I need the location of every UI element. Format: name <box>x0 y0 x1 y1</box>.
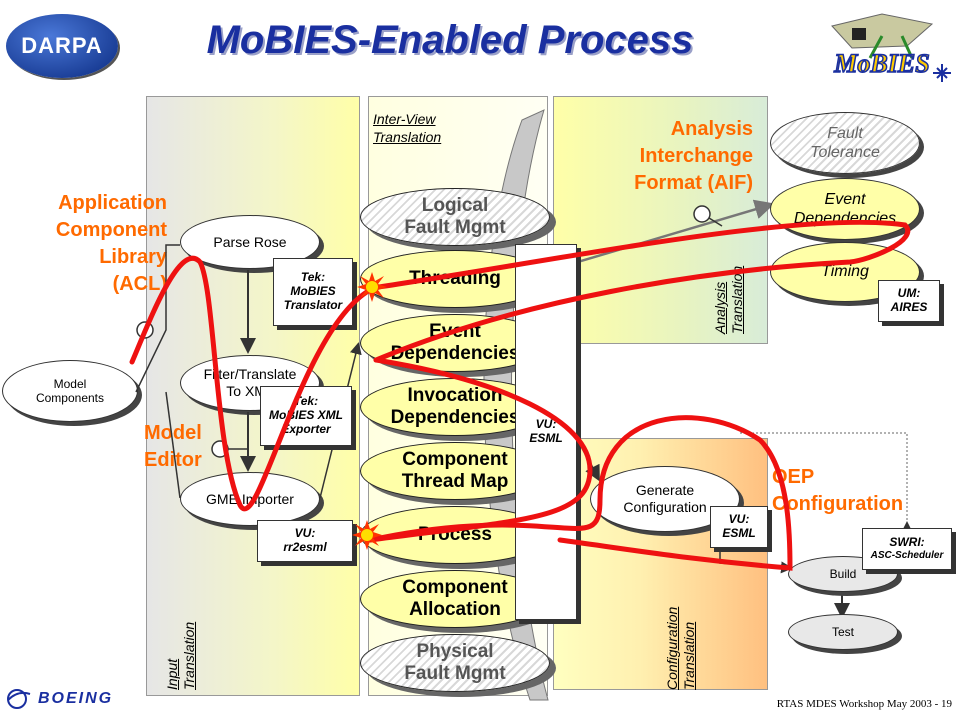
starburst-top-icon <box>357 272 387 302</box>
swri-box: SWRI: ASC-Scheduler <box>862 528 952 570</box>
mobies-logo-graphic: MoBIES <box>831 13 951 82</box>
aif-label: Analysis Interchange Format (AIF) <box>634 118 753 194</box>
fault-tolerance-node[interactable]: Fault Tolerance <box>770 112 920 174</box>
mobies-logo: MoBIES <box>812 6 952 90</box>
test-node[interactable]: Test <box>788 614 898 650</box>
acl-label: Application Component Library (ACL) <box>55 192 167 295</box>
stack-logical-fault-mgmt[interactable]: Logical Fault Mgmt <box>360 188 550 246</box>
darpa-logo: DARPA <box>6 14 118 78</box>
starburst-bottom-icon <box>352 520 382 550</box>
svg-text:MoBIES: MoBIES <box>833 49 929 78</box>
swri-title: SWRI: <box>889 535 925 550</box>
um-aires-box: UM: AIRES <box>878 280 940 322</box>
filter-translate-node[interactable]: Filter/Translate To XML <box>180 355 320 411</box>
event-dependencies-node[interactable]: Event Dependencies <box>770 178 920 240</box>
darpa-logo-text: DARPA <box>21 33 103 58</box>
boeing-logo-text: BOEING <box>38 690 114 707</box>
page-title: MoBIES-Enabled Process <box>206 18 694 62</box>
boeing-logo: BOEING <box>6 688 113 710</box>
vu-rr2esml-box: VU: rr2esml <box>257 520 353 562</box>
model-editor-label: Model Editor <box>144 422 202 471</box>
vu-esml-config-box: VU: ESML <box>710 506 768 548</box>
footer-text: RTAS MDES Workshop May 2003 - 19 <box>776 698 952 710</box>
model-components-node[interactable]: Model Components <box>2 360 138 422</box>
tek-translator-box: Tek: MoBIES Translator <box>273 258 353 326</box>
analysis-translation-panel <box>553 96 768 344</box>
stack-physical-fault-mgmt[interactable]: Physical Fault Mgmt <box>360 634 550 692</box>
swri-subtitle: ASC-Scheduler <box>870 550 944 562</box>
gme-importer-node[interactable]: GME Importer <box>180 472 320 526</box>
tek-exporter-box: Tek: MoBIES XML Exporter <box>260 386 352 446</box>
inter-view-label: Inter-View Translation <box>373 111 442 146</box>
boeing-logo-icon <box>7 689 31 709</box>
